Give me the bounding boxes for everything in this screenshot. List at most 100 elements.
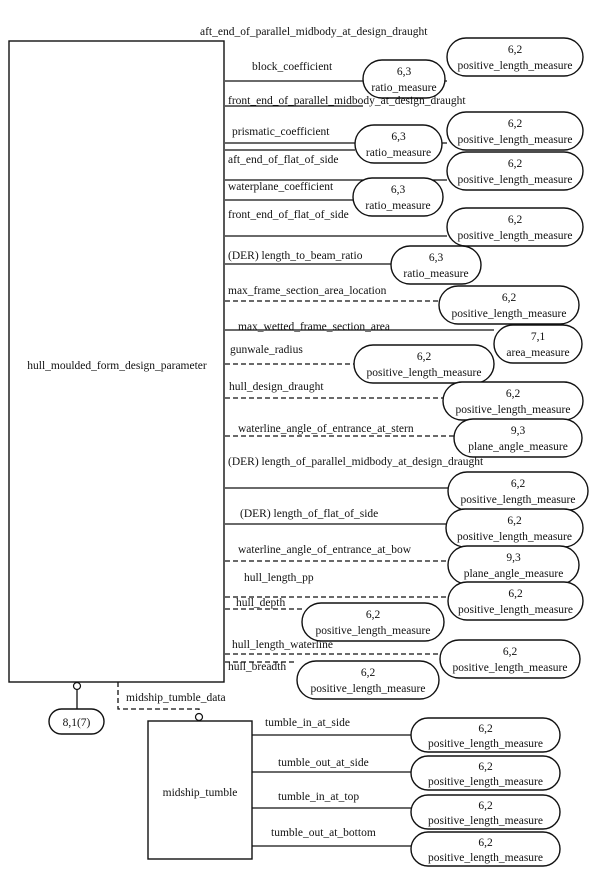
type-name: positive_length_measure	[453, 662, 568, 674]
attribute-label: hull_length_waterline	[232, 639, 333, 651]
main-attribute[interactable]: (DER) length_of_parallel_midbody_at_desi…	[225, 456, 589, 511]
attribute-label: (DER) length_of_flat_of_side	[240, 508, 378, 520]
type-page-ref: 6,2	[361, 667, 376, 679]
type-name: positive_length_measure	[428, 738, 543, 750]
type-name: plane_angle_measure	[464, 568, 564, 580]
type-name: ratio_measure	[366, 147, 431, 159]
main-attribute[interactable]: waterplane_coefficient 6,3 ratio_measure	[225, 177, 444, 217]
attribute-label: waterplane_coefficient	[228, 181, 334, 193]
page-ref-circle-icon	[72, 681, 82, 691]
main-attribute[interactable]: hull_length_pp 6,2 positive_length_measure	[225, 572, 584, 621]
relation-midship-tumble-data[interactable]: midship_tumble_data	[117, 682, 226, 722]
type-page-ref: 6,2	[508, 588, 523, 600]
type-name: ratio_measure	[403, 268, 468, 280]
type-pill	[390, 245, 482, 285]
type-page-ref: 6,3	[391, 184, 406, 196]
attribute-label: max_wetted_frame_section_area	[238, 321, 390, 333]
type-name: positive_length_measure	[457, 531, 572, 543]
sub-entity-name: midship_tumble	[163, 787, 238, 799]
relation-label: midship_tumble_data	[126, 692, 226, 704]
type-page-ref: 6,2	[478, 723, 493, 735]
sub-attribute[interactable]: tumble_out_at_bottom6,2positive_length_m…	[252, 827, 561, 867]
type-name: positive_length_measure	[428, 815, 543, 827]
type-pill	[446, 207, 584, 247]
type-name: positive_length_measure	[428, 776, 543, 788]
type-page-ref: 6,2	[503, 646, 518, 658]
attribute-label: hull_length_pp	[244, 572, 314, 584]
type-pill	[353, 344, 495, 384]
type-page-ref: 6,2	[511, 478, 526, 490]
main-attribute[interactable]: hull_breadth 6,2 positive_length_measure	[225, 660, 440, 700]
attribute-label: (DER) length_to_beam_ratio	[228, 250, 363, 262]
type-page-ref: 6,2	[366, 609, 381, 621]
main-entity[interactable]: hull_moulded_form_design_parameter	[8, 40, 225, 683]
main-attribute[interactable]: waterline_angle_of_entrance_at_bow9,3pla…	[225, 544, 580, 585]
type-name: positive_length_measure	[458, 134, 573, 146]
type-page-ref: 6,2	[508, 44, 523, 56]
type-page-ref: 9,3	[511, 425, 526, 437]
attribute-label: front_end_of_parallel_midbody_at_design_…	[228, 95, 466, 107]
attribute-label: tumble_in_at_side	[265, 717, 350, 729]
type-name: area_measure	[506, 347, 569, 359]
type-pill	[362, 59, 446, 99]
sub-attribute[interactable]: tumble_in_at_top 6,2 positive_length_measu…	[252, 791, 561, 830]
main-attribute[interactable]: (DER) length_to_beam_ratio 6,3 ratio_measu…	[225, 245, 482, 285]
type-name: positive_length_measure	[311, 683, 426, 695]
type-page-ref: 7,1	[531, 331, 546, 343]
main-attribute[interactable]: hull_design_draught6,2positive_length_me…	[225, 381, 584, 421]
type-page-ref: 6,3	[397, 66, 412, 78]
main-attribute[interactable]: (DER) length_of_flat_of_side6,2positive_…	[225, 508, 584, 548]
attribute-label: hull_design_draught	[229, 381, 324, 393]
main-attribute[interactable]: front_end_of_parallel_midbody_at_design_…	[225, 95, 584, 151]
attribute-label: waterline_angle_of_entrance_at_bow	[238, 544, 412, 556]
type-page-ref: 6,2	[508, 214, 523, 226]
type-page-ref: 6,2	[478, 800, 493, 812]
main-attribute[interactable]: max_wetted_frame_section_area 7,1 area_mea…	[225, 321, 583, 364]
attribute-label: prismatic_coefficient	[232, 126, 330, 138]
type-page-ref: 6,2	[508, 158, 523, 170]
page-ref-label: 8,1(7)	[63, 717, 91, 729]
attribute-label: waterline_angle_of_entrance_at_stern	[238, 423, 414, 435]
type-name: positive_length_measure	[458, 60, 573, 72]
type-pill	[410, 794, 561, 830]
main-attribute[interactable]: hull_length_waterline 6,2 positive_length_…	[225, 639, 581, 679]
type-name: ratio_measure	[365, 200, 430, 212]
main-entity-box	[8, 40, 225, 683]
type-name: positive_length_measure	[461, 494, 576, 506]
main-attribute[interactable]: max_frame_section_area_location6,2positi…	[225, 285, 580, 325]
type-page-ref: 6,3	[429, 252, 444, 264]
type-pill	[446, 151, 584, 191]
sub-attribute-list: tumble_in_at_side 6,2 positive_length_meas…	[252, 717, 561, 867]
type-name: positive_length_measure	[458, 230, 573, 242]
attribute-label: gunwale_radius	[230, 344, 303, 356]
main-attribute[interactable]: front_end_of_flat_of_side 6,2 positive_len…	[225, 207, 584, 247]
sub-attribute[interactable]: tumble_in_at_side 6,2 positive_length_meas…	[252, 717, 561, 753]
type-name: ratio_measure	[371, 82, 436, 94]
type-pill	[493, 324, 583, 364]
attribute-label: max_frame_section_area_location	[228, 285, 387, 297]
type-name: positive_length_measure	[456, 404, 571, 416]
attribute-label: aft_end_of_parallel_midbody_at_design_dr…	[200, 26, 428, 38]
attribute-label: hull_breadth	[228, 661, 286, 673]
sub-entity[interactable]: midship_tumble	[147, 720, 253, 860]
type-pill	[438, 285, 580, 325]
type-name: positive_length_measure	[458, 604, 573, 616]
attribute-label: tumble_in_at_top	[278, 791, 359, 803]
page-ref-pill	[48, 708, 105, 735]
attribute-label: front_end_of_flat_of_side	[228, 209, 349, 221]
type-pill	[446, 37, 584, 77]
main-attribute-list: aft_end_of_parallel_midbody_at_design_dr…	[200, 26, 589, 700]
page-reference[interactable]: 8,1(7)	[48, 681, 105, 735]
type-pill	[439, 639, 581, 679]
type-name: positive_length_measure	[316, 625, 431, 637]
type-pill	[296, 660, 440, 700]
